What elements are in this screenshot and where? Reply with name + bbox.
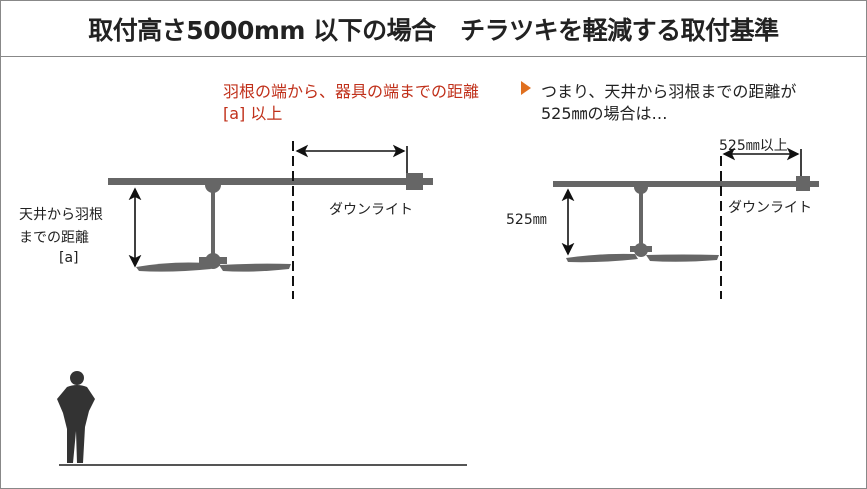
fan-blade-left (136, 262, 211, 272)
distance-label-3: [a] (59, 250, 79, 266)
right-fan-diagram (553, 176, 819, 263)
downlight (406, 173, 423, 190)
distance-label-2: までの距離 (19, 230, 89, 246)
person-silhouette (57, 371, 95, 463)
condition-text-1: 羽根の端から、器具の端までの距離 (223, 82, 480, 101)
note-text-2: 525㎜の場合は… (541, 104, 668, 123)
triangle-bullet-icon (521, 81, 531, 95)
condition-text-2: [a] 以上 (223, 104, 283, 123)
fan-mount (205, 185, 221, 193)
title-divider (1, 56, 866, 57)
fan-blade-right (219, 263, 291, 272)
page-title: 取付高さ5000mm 以下の場合 チラツキを軽減する取付基準 (88, 16, 779, 45)
left-fan-diagram (108, 173, 433, 272)
distance-label-1: 天井から羽根 (19, 207, 103, 223)
note-text-1: つまり、天井から羽根までの距離が (541, 82, 797, 101)
fan-rod (211, 191, 215, 257)
ceiling (108, 178, 433, 185)
downlight-label-right: ダウンライト (728, 200, 812, 216)
downlight-label-left: ダウンライト (329, 202, 413, 218)
height-label: 525㎜ (506, 212, 547, 228)
